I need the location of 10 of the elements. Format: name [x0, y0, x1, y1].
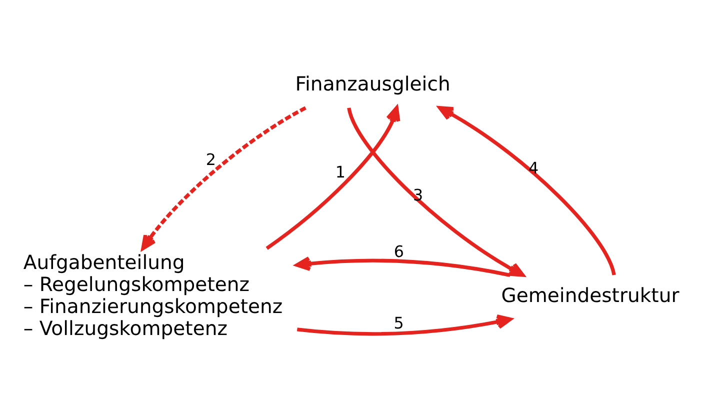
node-text: Aufgabenteilung: [23, 250, 185, 274]
edge-label: 2: [206, 150, 216, 169]
node-label: – Regelungskompetenz: [23, 272, 250, 296]
node-text: Finanzausgleich: [295, 72, 450, 96]
edge-label: 6: [394, 242, 404, 261]
edge-label: 1: [335, 162, 346, 182]
edge-label: 5: [394, 314, 404, 333]
node-label: – Vollzugskompetenz: [23, 316, 228, 340]
node-label: – Finanzierungskompetenz: [23, 294, 283, 318]
node-text: Gemeindestruktur: [501, 284, 680, 307]
